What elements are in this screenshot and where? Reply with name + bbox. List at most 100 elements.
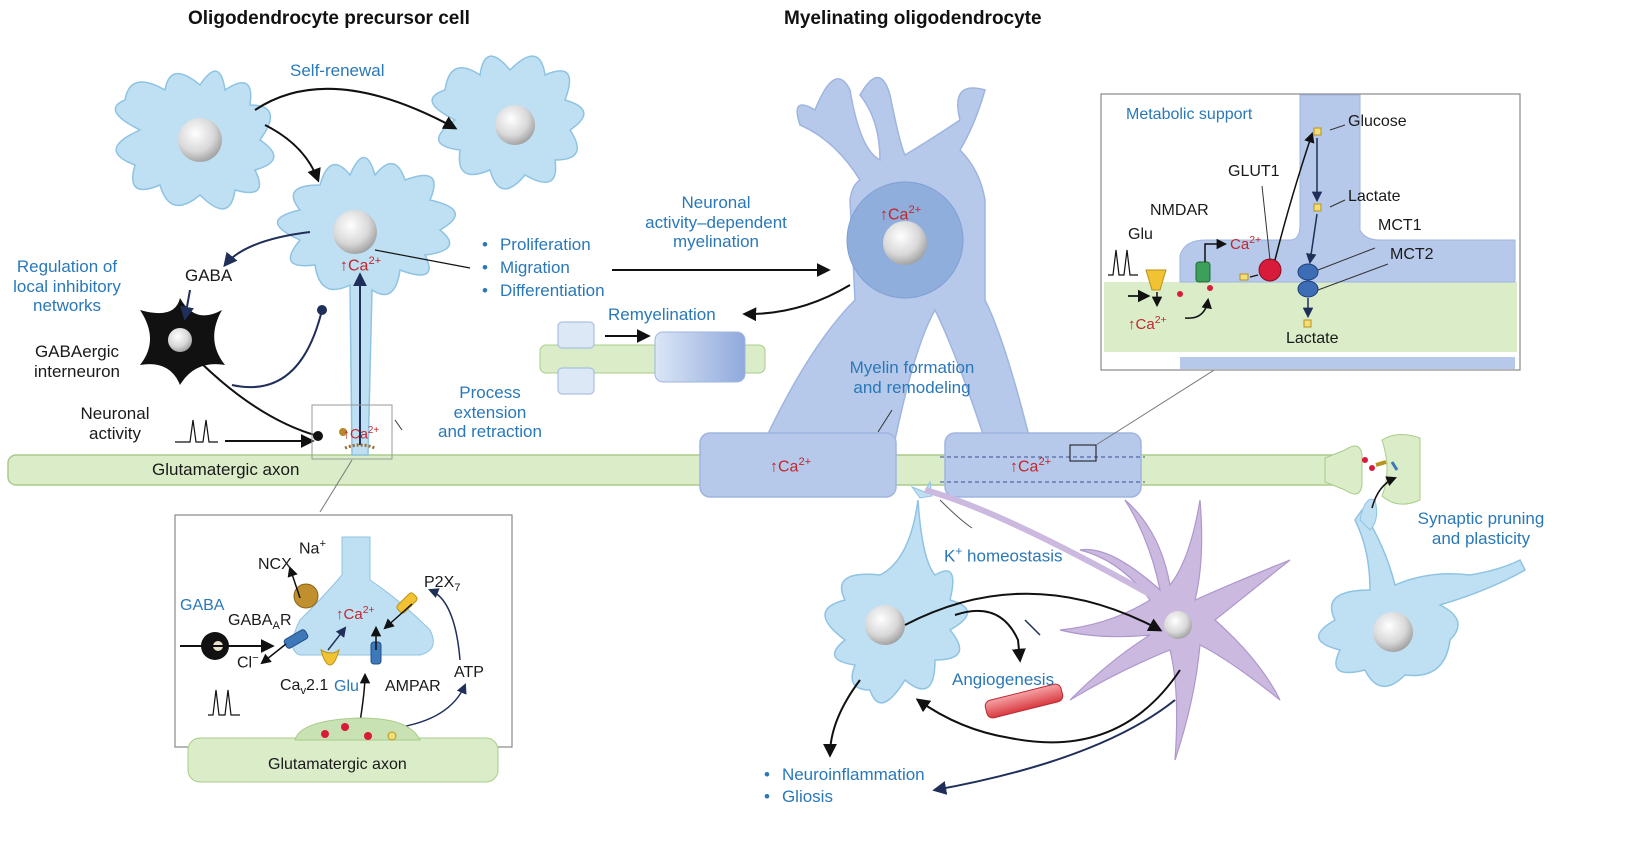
ca-sup: 2+ [367, 425, 380, 436]
label-process-extension: Process extension and retraction [425, 383, 555, 442]
inset-cav21: Cav2.1 [280, 677, 328, 698]
ca-sup: 2+ [1249, 234, 1262, 246]
bullet-differentiation: Differentiation [482, 280, 605, 303]
k-symbol: K [944, 546, 956, 566]
metabolic-ca: Ca2+ [1230, 234, 1261, 253]
gabaar-sub: A [272, 620, 280, 633]
ca-text: ↑Ca [340, 257, 369, 275]
ca-text: ↑Ca [880, 206, 909, 224]
label-gaba-top: GABA [185, 266, 233, 285]
cav-sub: v [300, 685, 307, 698]
inset-gaba: GABA [180, 597, 225, 614]
ca-label-sheath-2: ↑Ca2+ [1010, 456, 1051, 477]
myelin-formation-line-2: and remodeling [853, 377, 971, 397]
bottom-outcomes-list: Neuroinflammation Gliosis [764, 764, 925, 808]
inset-ampar: AMPAR [385, 678, 441, 695]
bullet-proliferation: Proliferation [482, 234, 605, 257]
process-line-2: extension [453, 402, 527, 422]
inset-atp: ATP [454, 664, 484, 681]
opc-inset-cell [283, 536, 434, 666]
opc-functions-list: Proliferation Migration Differentiation [482, 234, 605, 303]
metabolic-glu: Glu [1128, 226, 1153, 243]
inset-glu: Glu [334, 678, 359, 695]
cl-text: Cl [237, 654, 253, 672]
opc-cell-main [277, 156, 457, 456]
inset-axon-label: Glutamatergic axon [268, 756, 407, 773]
gabaar-r: R [279, 612, 292, 629]
metabolic-mct2: MCT2 [1390, 246, 1434, 263]
ca-sup: 2+ [1038, 456, 1052, 468]
activity-dep-line-3: myelination [673, 232, 759, 252]
gabaergic-line-2: interneuron [33, 361, 120, 381]
label-glutamatergic-axon: Glutamatergic axon [152, 460, 300, 479]
regulation-line-1: Regulation of [16, 257, 118, 276]
ca-text: ↑Ca [1010, 458, 1039, 476]
process-line-3: and retraction [438, 422, 542, 442]
label-gabaergic-interneuron: GABAergic interneuron [12, 342, 142, 381]
synaptic-line-1: Synaptic pruning [1417, 509, 1545, 528]
ca-label-process: ↑Ca2+ [343, 425, 379, 442]
metabolic-glut1: GLUT1 [1228, 163, 1280, 180]
header-myelinating: Myelinating oligodendrocyte [784, 8, 1042, 29]
ca-sup: 2+ [798, 456, 812, 468]
activity-dep-line-1: Neuronal [681, 193, 751, 212]
microglia [924, 487, 1291, 761]
gabaergic-line-1: GABAergic [34, 342, 120, 361]
cav-text: Ca [280, 677, 301, 694]
opc-cell-daughter [431, 55, 585, 190]
metabolic-glucose: Glucose [1348, 113, 1407, 130]
k-homeostasis-text: homeostasis [967, 546, 1063, 566]
ca-text: ↑Ca [343, 425, 368, 442]
myelinating-oligodendrocyte [763, 76, 1031, 441]
inset-gaba-terminal [180, 632, 275, 660]
label-regulation: Regulation of local inhibitory networks [2, 257, 132, 316]
bullet-gliosis: Gliosis [764, 786, 925, 808]
ca-label-opc: ↑Ca2+ [340, 255, 381, 276]
na-sup: + [319, 538, 326, 550]
gabaar-text: GABA [228, 612, 273, 629]
ca-text: ↑Ca [336, 606, 363, 623]
p2x-sub: 7 [454, 582, 461, 595]
activity-dep-line-2: activity–dependent [645, 212, 787, 232]
ca-label-oligo: ↑Ca2+ [880, 204, 921, 225]
neuronal-activity-line-1: Neuronal [80, 404, 150, 423]
label-angiogenesis: Angiogenesis [952, 670, 1055, 689]
ca-sup: 2+ [368, 255, 382, 267]
inset-gabaar: GABAAR [228, 612, 292, 633]
metabolic-lactate-top: Lactate [1348, 188, 1401, 205]
ca-text: ↑Ca [770, 458, 799, 476]
regulation-line-3: networks [32, 296, 102, 316]
metabolic-nmdar: NMDAR [1150, 202, 1209, 219]
k-sup: + [955, 544, 963, 558]
label-neuronal-activity: Neuronal activity [60, 404, 170, 443]
label-self-renewal: Self-renewal [290, 61, 385, 80]
ca-text: ↑Ca [1128, 316, 1155, 333]
opc-cell-source [114, 70, 275, 210]
ca-sup: 2+ [362, 604, 375, 616]
bullet-migration: Migration [482, 257, 605, 280]
inset-ncx: NCX [258, 556, 292, 573]
ca-text: Ca [1230, 236, 1250, 253]
cav-num: 2.1 [306, 677, 329, 694]
bullet-neuroinflammation: Neuroinflammation [764, 764, 925, 786]
astrocyte-synaptic [1317, 457, 1526, 687]
metabolic-ca-up: ↑Ca2+ [1128, 314, 1167, 333]
p2x-text: P2X [424, 574, 455, 591]
metabolic-inset-graphics [1104, 94, 1517, 369]
process-line-1: Process [459, 383, 521, 402]
ca-sup: 2+ [908, 204, 922, 216]
label-myelin-formation: Myelin formation and remodeling [832, 358, 992, 397]
label-synaptic-pruning: Synaptic pruning and plasticity [1406, 509, 1556, 548]
na-text: Na [299, 540, 320, 558]
inset-glutamatergic-axon [187, 717, 499, 783]
inset-cl: Cl− [237, 652, 259, 673]
label-k-homeostasis: K+ homeostasis [944, 544, 1063, 566]
neuronal-activity-line-2: activity [89, 423, 141, 443]
metabolic-mct1: MCT1 [1378, 217, 1422, 234]
inset-na: Na+ [299, 538, 326, 559]
gabaergic-interneuron [140, 298, 323, 441]
astrocyte-bottom [824, 480, 969, 704]
metabolic-title: Metabolic support [1126, 106, 1253, 123]
